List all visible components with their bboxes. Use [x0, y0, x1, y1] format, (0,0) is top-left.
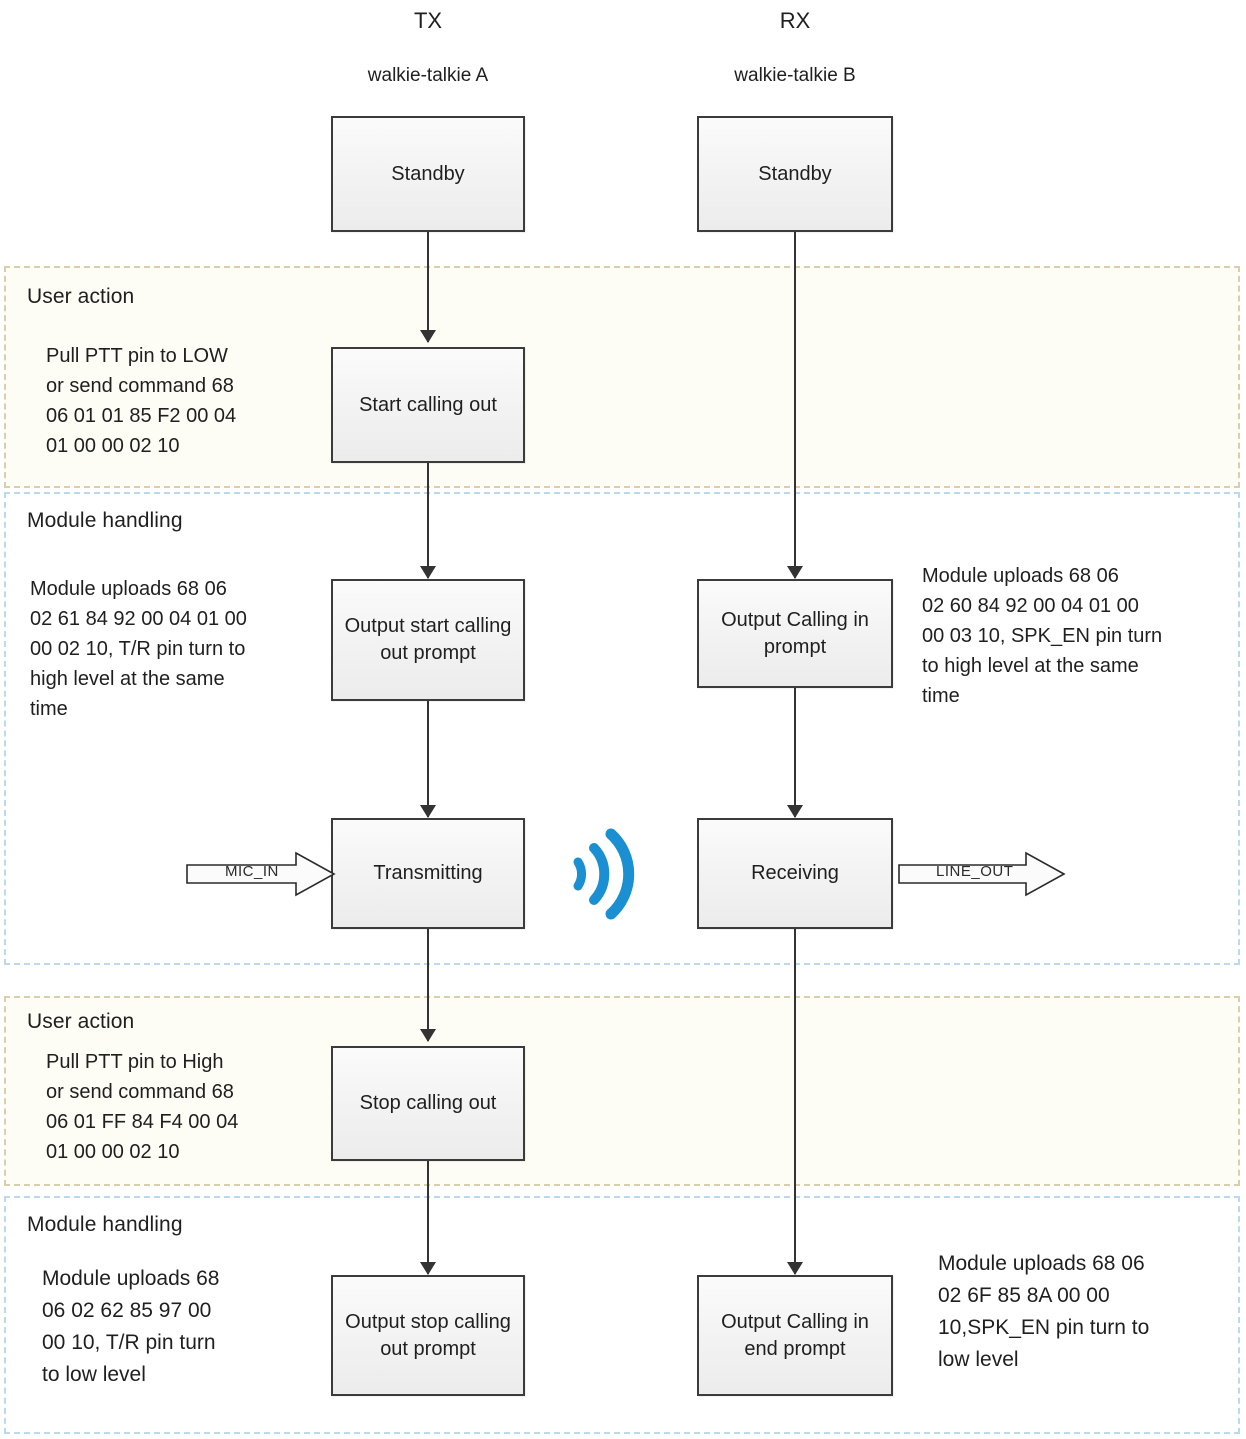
arrowhead-tx-output-start — [420, 566, 436, 579]
connector-tx-stop-to-output-stop — [427, 1161, 429, 1274]
block-arrow-line-out — [898, 850, 1066, 898]
box-tx-output-start-calling-out-prompt[interactable]: Output start calling out prompt — [331, 579, 525, 701]
box-tx-standby[interactable]: Standby — [331, 116, 525, 232]
box-rx-receiving[interactable]: Receiving — [697, 818, 893, 929]
connector-tx-transmitting-to-stop — [427, 929, 429, 1041]
column-header-rx: RX — [779, 8, 811, 33]
arrowhead-tx-start — [420, 330, 436, 343]
arrowhead-rx-receiving — [787, 805, 803, 818]
band-title-user-action-1: User action — [27, 285, 135, 308]
box-tx-output-stop-calling-out-prompt[interactable]: Output stop calling out prompt — [331, 1275, 525, 1396]
box-tx-start-calling-out[interactable]: Start calling out — [331, 347, 525, 463]
band-user-action-2 — [4, 996, 1240, 1186]
box-tx-transmitting[interactable]: Transmitting — [331, 818, 525, 929]
connector-tx-start-to-output — [427, 463, 429, 578]
connector-rx-standby-to-calling-in — [794, 232, 796, 578]
arrowhead-tx-stop — [420, 1029, 436, 1042]
connector-tx-standby-to-start — [427, 232, 429, 342]
column-subtitle-rx: walkie-talkie B — [734, 65, 856, 86]
column-subtitle-tx: walkie-talkie A — [367, 65, 489, 86]
wireless-waves-icon — [560, 818, 640, 930]
band-title-module-handling-1: Module handling — [27, 509, 183, 532]
note-module-handling-2-right: Module uploads 68 06 02 6F 85 8A 00 00 1… — [938, 1252, 1150, 1371]
note-user-action-1: Pull PTT pin to LOW or send command 68 0… — [46, 345, 237, 457]
box-rx-output-calling-in-prompt[interactable]: Output Calling in prompt — [697, 579, 893, 688]
column-header-tx: TX — [413, 8, 443, 33]
note-module-handling-2-left: Module uploads 68 06 02 62 85 97 00 00 1… — [42, 1267, 220, 1386]
note-module-handling-1-left: Module uploads 68 06 02 61 84 92 00 04 0… — [30, 578, 247, 720]
connector-tx-output-to-transmitting — [427, 701, 429, 817]
connector-rx-receiving-to-end-prompt — [794, 929, 796, 1274]
arrowhead-rx-calling-in — [787, 566, 803, 579]
block-arrow-mic-in-label: MIC_IN — [225, 863, 279, 880]
note-module-handling-1-right: Module uploads 68 06 02 60 84 92 00 04 0… — [922, 565, 1163, 707]
block-arrow-mic-in — [186, 850, 336, 898]
block-arrow-line-out-label: LINE_OUT — [936, 863, 1014, 880]
arrowhead-rx-end-prompt — [787, 1262, 803, 1275]
band-title-module-handling-2: Module handling — [27, 1213, 183, 1236]
connector-rx-calling-in-to-receiving — [794, 688, 796, 817]
arrowhead-tx-transmitting — [420, 805, 436, 818]
note-user-action-2: Pull PTT pin to High or send command 68 … — [46, 1051, 239, 1163]
box-rx-output-calling-in-end-prompt[interactable]: Output Calling in end prompt — [697, 1275, 893, 1396]
box-rx-standby[interactable]: Standby — [697, 116, 893, 232]
band-user-action-1 — [4, 266, 1240, 488]
arrowhead-tx-output-stop — [420, 1262, 436, 1275]
band-title-user-action-2: User action — [27, 1010, 135, 1033]
band-module-handling-2 — [4, 1196, 1240, 1434]
box-tx-stop-calling-out[interactable]: Stop calling out — [331, 1046, 525, 1161]
